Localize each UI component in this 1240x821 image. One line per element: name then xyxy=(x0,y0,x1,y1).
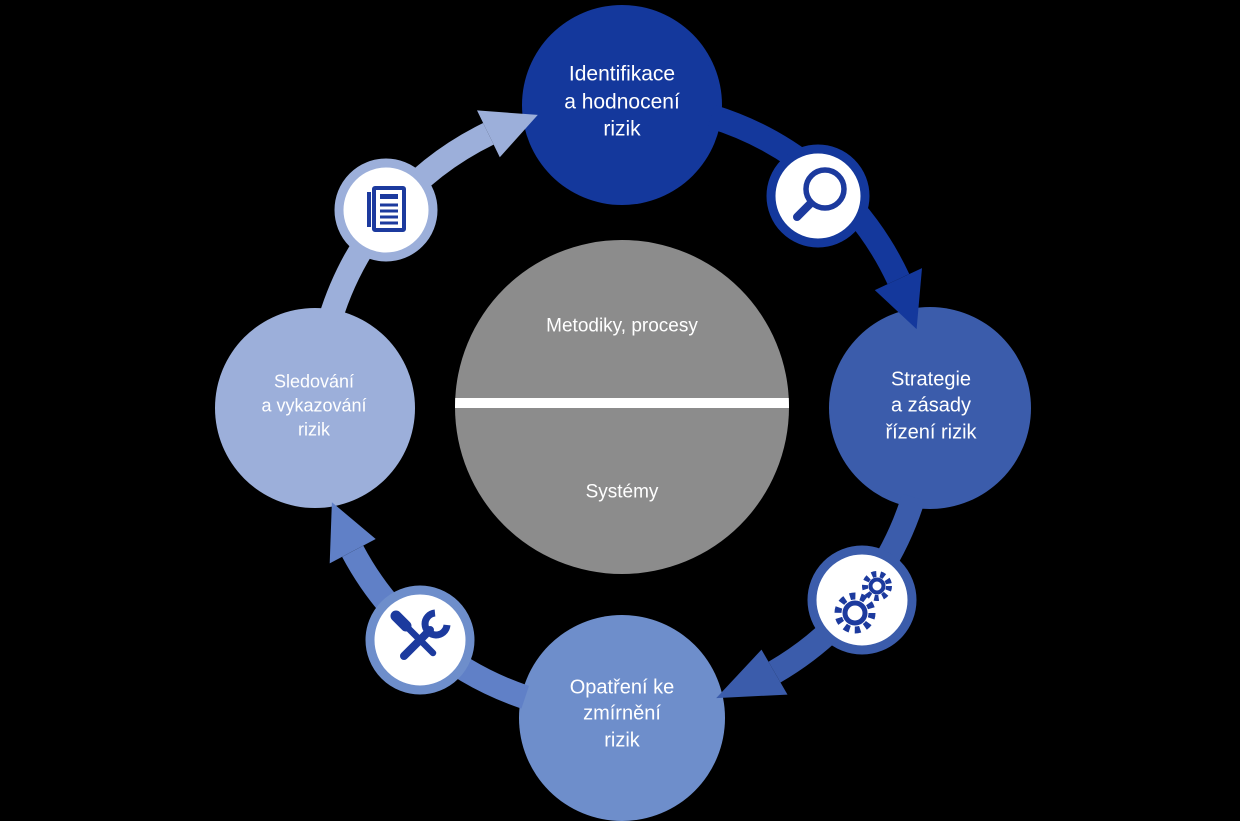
arrow-bottom-to-left-head xyxy=(329,502,376,564)
node-circle-right xyxy=(829,307,1031,509)
node-circle-top xyxy=(522,5,722,205)
arrow-left-to-top-head xyxy=(477,110,538,158)
node-circle-left xyxy=(215,308,415,508)
center-divider xyxy=(455,398,789,408)
newspaper-icon xyxy=(367,186,406,232)
magnifier-icon xyxy=(793,167,847,221)
arrow-right-to-bottom-head xyxy=(716,649,788,699)
gears-icon xyxy=(834,571,892,634)
arrow-top-to-right-head xyxy=(874,268,922,330)
node-circle-bottom xyxy=(519,615,725,821)
tools-icon xyxy=(390,609,451,660)
magnifier-badge-ring xyxy=(766,144,870,248)
